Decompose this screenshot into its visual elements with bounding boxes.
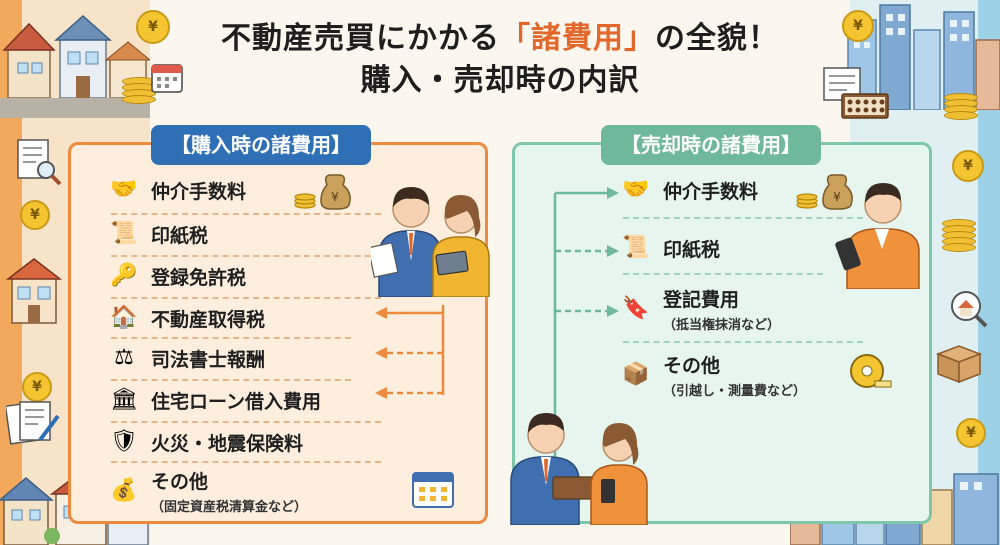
purchase-item-scrivener-fee: ⚖ 司法書士報酬 xyxy=(107,343,265,373)
svg-text:¥: ¥ xyxy=(833,190,841,204)
title-line-2: 購入・売却時の内訳 xyxy=(360,63,640,98)
title-prefix: 不動産売買にかかる xyxy=(221,21,500,56)
coin-stack-icon: 💰 xyxy=(110,478,138,503)
calendar-icon xyxy=(151,64,183,93)
item-divider xyxy=(111,337,351,339)
salesman-icon xyxy=(835,183,920,289)
item-divider xyxy=(623,341,863,343)
item-label: 司法書士報酬 xyxy=(151,348,266,371)
item-label: その他 xyxy=(151,471,209,493)
couple-buyers-icon xyxy=(371,187,490,297)
sale-header: 【売却時の諸費用】 xyxy=(601,125,821,165)
house-left-icon xyxy=(6,258,62,324)
purchase-panel: 【購入時の諸費用】 🤝 仲介手数料 📜 印紙税 🔑 登録免許税 🏠 不動産取得税… xyxy=(68,125,490,524)
handshake-icon: 🤝 xyxy=(622,177,650,202)
sale-item-stamp-tax: 📜 印紙税 xyxy=(619,233,720,263)
document-magnifier-icon xyxy=(17,139,62,186)
item-label: 火災・地震保険料 xyxy=(151,432,304,455)
item-divider xyxy=(623,273,823,275)
item-label: 登記費用 xyxy=(663,289,740,311)
item-sublabel: （引越し・測量費など） xyxy=(663,384,807,399)
money-bag-icon: ¥ xyxy=(796,174,853,210)
item-text: その他 （引越し・測量費など） xyxy=(663,351,806,399)
item-divider xyxy=(111,213,381,215)
scales-icon: ⚖ xyxy=(114,345,134,370)
document-stamp-icon: 📜 xyxy=(622,235,650,260)
purchase-item-insurance: 🛡 火災・地震保険料 xyxy=(107,427,303,457)
calendar-icon xyxy=(412,472,454,508)
purchase-item-stamp-tax: 📜 印紙税 xyxy=(107,219,208,249)
sale-item-registration: 🔖 登記費用 （抵当権抹消など） xyxy=(619,285,780,333)
item-label: 不動産取得税 xyxy=(151,308,266,331)
sale-panel: 【売却時の諸費用】 🤝 仲介手数料 📜 印紙税 🔖 登記費用 （抵当権抹消など）… xyxy=(510,125,932,525)
bank-icon: 🏛 xyxy=(110,387,138,412)
handshake-icon: 🤝 xyxy=(110,177,138,202)
item-divider xyxy=(111,421,381,423)
purchase-item-other: 💰 その他 （固定資産税清算金など） xyxy=(107,467,307,515)
purchase-header: 【購入時の諸費用】 xyxy=(151,125,371,165)
item-divider xyxy=(111,379,351,381)
shield-house-icon: 🛡 xyxy=(110,429,138,454)
connector-arrows xyxy=(553,187,619,465)
yen-coin-icon: ¥ xyxy=(136,10,170,44)
item-divider xyxy=(111,297,381,299)
couple-sellers-icon xyxy=(510,413,648,525)
box-icon: 📦 xyxy=(622,362,650,387)
item-divider xyxy=(111,255,381,257)
item-divider xyxy=(111,461,381,463)
title-line-1: 不動産売買にかかる「諸費用」の全貌！ xyxy=(160,18,840,60)
money-bag-icon: ¥ xyxy=(294,174,351,210)
item-label: 登録免許税 xyxy=(151,266,247,289)
item-label: 印紙税 xyxy=(151,224,209,247)
item-sublabel: （抵当権抹消など） xyxy=(663,318,781,333)
house-magnifier-icon xyxy=(951,291,988,328)
seal-key-icon: 🔑 xyxy=(110,263,138,288)
item-text: その他 （固定資産税清算金など） xyxy=(151,467,307,515)
yen-coin-icon: ¥ xyxy=(842,10,874,42)
purchase-item-acquisition-tax: 🏠 不動産取得税 xyxy=(107,303,265,333)
purchase-item-brokerage: 🤝 仲介手数料 xyxy=(107,175,246,205)
coin-stack-icon xyxy=(944,93,978,120)
yen-coin-icon: ¥ xyxy=(22,372,52,402)
purchase-item-loan-cost: 🏛 住宅ローン借入費用 xyxy=(107,385,321,415)
yen-coin-icon: ¥ xyxy=(952,150,984,182)
papers-pen-icon xyxy=(6,401,60,445)
house-document-icon: 🏠 xyxy=(110,305,138,330)
item-label: その他 xyxy=(663,355,721,377)
title-accent: 「諸費用」 xyxy=(500,21,655,56)
document-stamp-icon: 📜 xyxy=(110,221,138,246)
item-label: 住宅ローン借入費用 xyxy=(151,390,322,413)
item-label: 仲介手数料 xyxy=(151,180,247,203)
svg-text:¥: ¥ xyxy=(331,190,339,204)
item-label: 仲介手数料 xyxy=(663,180,759,203)
item-text: 登記費用 （抵当権抹消など） xyxy=(663,285,780,333)
cardboard-box-icon xyxy=(935,345,983,384)
seal-stamp-icon: 🔖 xyxy=(622,296,650,321)
yen-coin-icon: ¥ xyxy=(956,418,986,448)
tape-measure-icon xyxy=(850,354,892,388)
abacus-icon xyxy=(841,93,889,119)
sale-item-other: 📦 その他 （引越し・測量費など） xyxy=(619,351,806,399)
page-title: 不動産売買にかかる「諸費用」の全貌！ 購入・売却時の内訳 xyxy=(160,18,840,102)
connector-arrows xyxy=(375,305,445,399)
item-divider xyxy=(623,217,863,219)
yen-coin-icon: ¥ xyxy=(20,200,50,230)
item-label: 印紙税 xyxy=(663,238,721,261)
sale-item-brokerage: 🤝 仲介手数料 xyxy=(619,175,758,205)
bg-right-edge xyxy=(978,0,1000,545)
title-suffix: の全貌！ xyxy=(655,21,779,56)
coin-stack-icon xyxy=(942,219,976,252)
purchase-item-registration-tax: 🔑 登録免許税 xyxy=(107,261,246,291)
item-sublabel: （固定資産税清算金など） xyxy=(151,500,308,515)
